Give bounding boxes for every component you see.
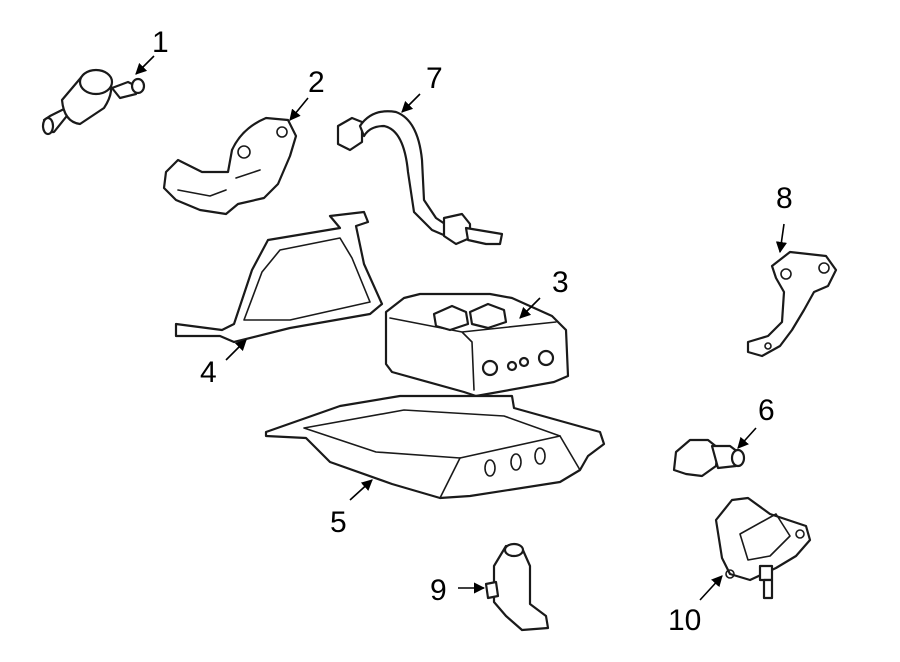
part-5-tray <box>264 394 606 500</box>
part-9-valve-switch <box>484 542 550 632</box>
leader-10 <box>699 575 723 601</box>
callout-4: 4 <box>200 356 217 389</box>
leader-1 <box>135 55 155 75</box>
callout-5: 5 <box>330 506 347 539</box>
callout-labels: 1 2 3 4 5 6 7 8 9 10 <box>152 26 793 637</box>
part-2-bracket <box>162 116 298 216</box>
leader-2 <box>289 97 309 121</box>
callout-2: 2 <box>308 66 325 99</box>
part-6-connector <box>672 438 746 478</box>
callout-1: 1 <box>152 26 169 59</box>
leader-lines <box>135 55 787 601</box>
callout-10: 10 <box>668 604 701 637</box>
part-1-valve <box>41 68 146 136</box>
callout-8: 8 <box>776 182 793 215</box>
part-10-sensor <box>714 496 812 600</box>
leader-6 <box>737 427 757 449</box>
leader-4 <box>225 339 247 361</box>
callout-3: 3 <box>552 266 569 299</box>
leader-3 <box>519 297 541 319</box>
leader-5 <box>349 479 373 501</box>
callout-6: 6 <box>758 394 775 427</box>
part-7-sensor <box>336 110 504 246</box>
part-4-frame-bracket <box>174 210 384 344</box>
leader-7 <box>401 93 421 113</box>
callout-7: 7 <box>426 62 443 95</box>
part-3-canister <box>384 292 570 398</box>
leader-8 <box>775 223 787 254</box>
part-8-bracket <box>746 250 838 358</box>
callout-9: 9 <box>430 574 447 607</box>
